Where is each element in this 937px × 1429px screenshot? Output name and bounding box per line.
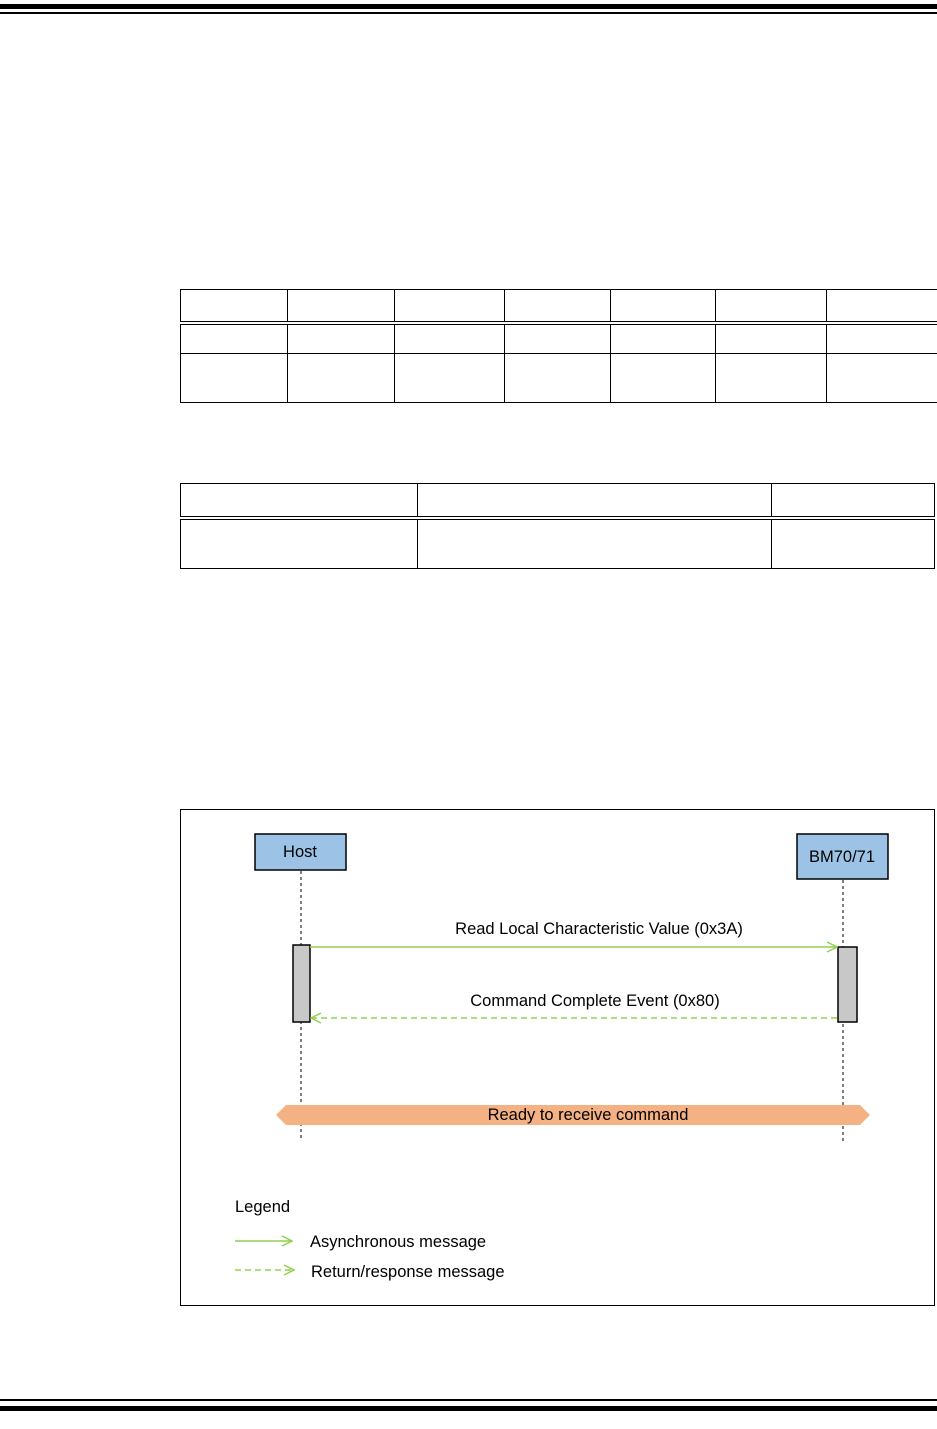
table-cell	[180, 483, 418, 520]
table-cell	[715, 353, 827, 403]
table-cell	[394, 322, 505, 354]
table-cell	[826, 289, 937, 325]
sequence-diagram-frame: Host BM70/71 Read Local Characteristic V…	[180, 809, 935, 1306]
table-row	[180, 353, 937, 403]
table-cell	[287, 322, 395, 354]
request-message-label: Read Local Characteristic Value (0x3A)	[455, 920, 743, 938]
legend-title: Legend	[235, 1198, 290, 1216]
top-rule-thin	[0, 12, 937, 14]
table-cell	[180, 289, 288, 325]
host-participant-label: Host	[283, 843, 317, 861]
table-cell	[826, 322, 937, 354]
table-cell	[394, 353, 505, 403]
table-row	[180, 322, 937, 354]
table-row	[180, 517, 935, 569]
table-cell	[610, 289, 716, 325]
table-cell	[417, 517, 772, 569]
table-cell	[610, 353, 716, 403]
table-cell	[417, 483, 772, 520]
table-header-row	[180, 289, 937, 325]
device-participant: BM70/71	[796, 833, 889, 880]
device-participant-label: BM70/71	[809, 848, 875, 866]
table-cell	[715, 289, 827, 325]
device-participant-box	[796, 833, 889, 880]
ready-state-banner-shape	[276, 1105, 870, 1125]
sequence-diagram: Host BM70/71 Read Local Characteristic V…	[235, 833, 889, 1281]
host-participant: Host	[254, 833, 347, 871]
parameter-table	[180, 483, 935, 569]
table-cell	[771, 517, 935, 569]
table-cell	[610, 322, 716, 354]
top-rule-thick	[0, 4, 937, 9]
table-cell	[504, 353, 611, 403]
table-cell	[180, 517, 418, 569]
table-cell	[180, 353, 288, 403]
table-cell	[826, 353, 937, 403]
legend-response-label: Return/response message	[311, 1263, 505, 1281]
table-cell	[287, 289, 395, 325]
table-cell	[771, 483, 935, 520]
host-activation-bar	[292, 944, 311, 1023]
table-cell	[715, 322, 827, 354]
host-participant-box	[254, 833, 347, 871]
table-cell	[394, 289, 505, 325]
device-activation-bar	[837, 946, 858, 1023]
ready-state-banner-label: Ready to receive command	[488, 1106, 689, 1124]
table-header-row	[180, 483, 935, 520]
legend: Legend Asynchronous message Return/respo…	[235, 1198, 505, 1281]
bottom-rule-thin	[0, 1399, 937, 1401]
table-cell	[287, 353, 395, 403]
table-cell	[180, 322, 288, 354]
table-cell	[504, 322, 611, 354]
legend-async-label: Asynchronous message	[310, 1233, 486, 1251]
table-cell	[504, 289, 611, 325]
response-message-label: Command Complete Event (0x80)	[470, 992, 719, 1010]
ready-state-banner: Ready to receive command	[276, 1105, 870, 1125]
bottom-rule-thick	[0, 1406, 937, 1411]
command-format-table	[180, 289, 937, 403]
